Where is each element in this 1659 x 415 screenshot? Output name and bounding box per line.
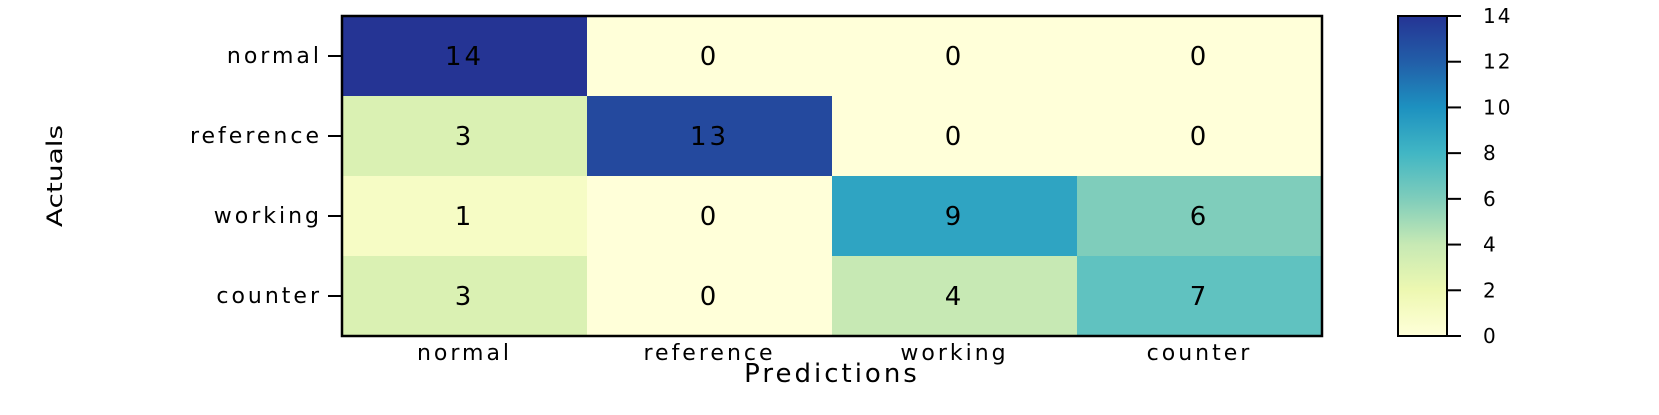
cell-counter-counter — [1077, 256, 1323, 337]
y-axis-label: Actuals — [42, 125, 67, 227]
cell-value-label: 0 — [1190, 122, 1210, 152]
cell-reference-working — [832, 96, 1078, 177]
cell-value-label: 0 — [700, 42, 720, 72]
colorbar-tick-label: 14 — [1483, 4, 1512, 28]
colorbar-tick-label: 10 — [1483, 95, 1512, 119]
cell-normal-counter — [1077, 16, 1323, 97]
x-tick-label-reference: reference — [643, 341, 775, 366]
cell-value-label: 13 — [690, 122, 729, 152]
cell-working-normal — [342, 176, 588, 257]
colorbar-tick-label: 2 — [1483, 278, 1498, 302]
cell-reference-reference — [587, 96, 833, 177]
colorbar-frame — [1397, 15, 1448, 337]
x-tick-label-working: working — [900, 341, 1008, 366]
cell-value-label: 0 — [700, 282, 720, 312]
colorbar-tick-label: 4 — [1483, 233, 1498, 257]
cell-value-label: 14 — [445, 42, 484, 72]
cell-value-label: 9 — [945, 202, 965, 232]
cell-counter-reference — [587, 256, 833, 337]
cell-working-counter — [1077, 176, 1323, 257]
y-tick-label-working: working — [214, 204, 322, 229]
colorbar-tick-label: 12 — [1483, 50, 1512, 74]
x-tick-label-counter: counter — [1147, 341, 1253, 366]
colorbar-ticks: 0 2 4 6 8 10 12 14 — [1447, 4, 1512, 348]
cell-value-label: 0 — [700, 202, 720, 232]
cell-value-label: 0 — [945, 122, 965, 152]
cell-value-label: 3 — [455, 122, 475, 152]
colorbar-tick-label: 8 — [1483, 141, 1498, 165]
x-axis-ticks: normal reference working counter — [417, 341, 1253, 366]
cell-value-label: 4 — [945, 282, 965, 312]
cell-value-label: 0 — [945, 42, 965, 72]
x-tick-label-normal: normal — [417, 341, 512, 366]
cell-normal-normal — [342, 16, 588, 97]
cell-counter-normal — [342, 256, 588, 337]
colorbar-tick-label: 6 — [1483, 187, 1498, 211]
heatmap-cells: 14 0 0 0 3 13 0 0 1 0 9 6 3 0 4 7 — [342, 16, 1323, 337]
cell-reference-counter — [1077, 96, 1323, 177]
cell-working-reference — [587, 176, 833, 257]
cell-value-label: 6 — [1190, 202, 1210, 232]
cell-normal-reference — [587, 16, 833, 97]
cell-value-label: 1 — [455, 202, 475, 232]
cell-value-label: 7 — [1190, 282, 1210, 312]
cell-value-label: 0 — [1190, 42, 1210, 72]
cell-value-label: 3 — [455, 282, 475, 312]
cell-working-working — [832, 176, 1078, 257]
colorbar — [1398, 16, 1447, 336]
cell-normal-working — [832, 16, 1078, 97]
x-axis-label: Predictions — [744, 359, 920, 389]
y-tick-label-normal: normal — [227, 44, 322, 69]
y-tick-label-counter: counter — [216, 284, 322, 309]
plot-frame — [340, 14, 1324, 338]
cell-reference-normal — [342, 96, 588, 177]
cell-counter-working — [832, 256, 1078, 337]
y-tick-label-reference: reference — [190, 124, 322, 149]
colorbar-tick-label: 0 — [1483, 324, 1498, 348]
y-axis-ticks: normal reference working counter — [190, 44, 342, 309]
